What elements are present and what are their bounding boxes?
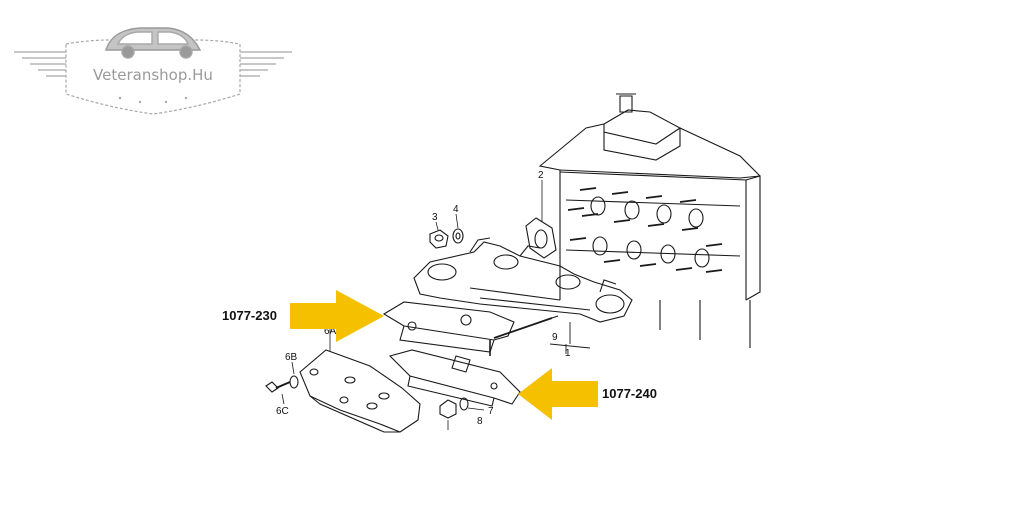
bolt-part-6C <box>265 381 291 405</box>
label-part-9: 9 <box>552 332 558 343</box>
logo-car-icon <box>105 27 202 59</box>
exhaust-ports <box>590 196 710 268</box>
nut-part-8 <box>439 399 457 430</box>
logo-dots <box>118 96 188 104</box>
logo-badge <box>65 39 241 115</box>
exhaust-manifold-part-1 <box>413 237 633 354</box>
washer-part-7 <box>459 397 485 411</box>
label-part-1: 1 <box>565 348 571 359</box>
label-part-3: 3 <box>432 212 438 223</box>
label-part-6B: 6B <box>285 352 298 363</box>
label-part-7: 7 <box>488 406 494 417</box>
studs <box>567 187 723 273</box>
arrow-right-icon <box>290 290 384 342</box>
arrow-left-icon <box>518 368 598 420</box>
callout-arrow-right: 1077-240 <box>518 368 657 420</box>
part-code-left: 1077-230 <box>222 308 277 323</box>
engine-cylinder-head <box>538 93 761 348</box>
part-labels: 2 3 4 6A 6B 6C 7 8 9 1 <box>276 170 571 427</box>
label-part-4: 4 <box>453 204 459 215</box>
heat-shield-upper <box>382 301 559 356</box>
washer-part-6B <box>289 361 299 389</box>
label-part-6C: 6C <box>276 406 289 417</box>
logo-left-wing <box>14 51 66 77</box>
logo-text: Veteranshop.Hu <box>93 66 213 84</box>
heat-shield-lower <box>388 349 521 407</box>
washer-part-4 <box>452 213 464 244</box>
gasket-part-2 <box>525 180 557 259</box>
nut-part-3 <box>429 221 449 249</box>
veteranshop-logo: Veteranshop.Hu <box>14 27 292 115</box>
callout-arrow-left: 1077-230 <box>222 290 384 342</box>
label-part-2: 2 <box>538 170 544 181</box>
label-part-6A: 6A <box>324 326 337 337</box>
label-part-8: 8 <box>477 416 483 427</box>
heat-shield-part-6A <box>299 328 421 433</box>
part-code-right: 1077-240 <box>602 386 657 401</box>
logo-right-wing <box>240 51 292 77</box>
